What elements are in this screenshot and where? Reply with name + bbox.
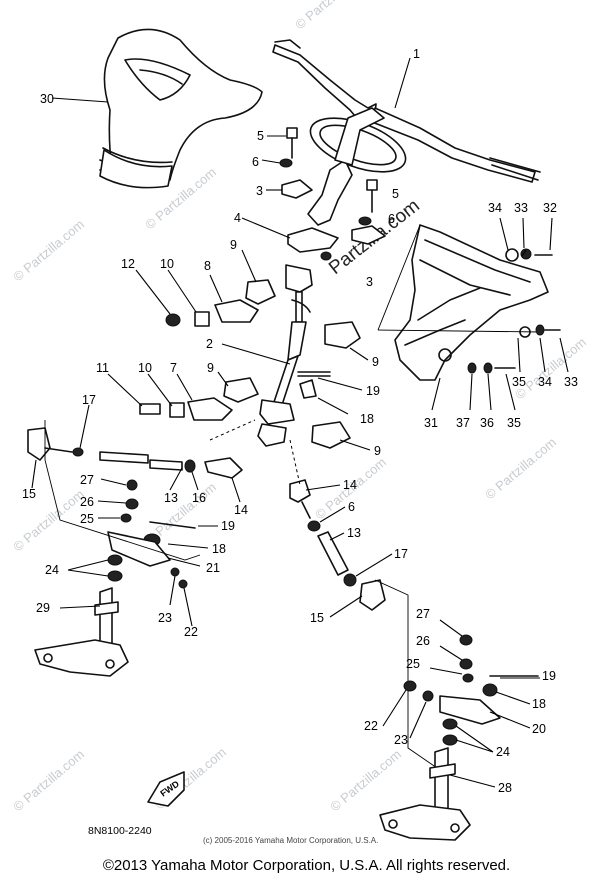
part-label: 25: [406, 657, 420, 671]
part-label: 14: [234, 503, 248, 517]
part-label: 21: [206, 561, 220, 575]
part-label: 30: [40, 92, 54, 106]
part-label: 22: [364, 719, 378, 733]
part-label: 20: [532, 722, 546, 736]
part-label: 33: [564, 375, 578, 389]
part-label: 6: [388, 212, 395, 226]
part-label: 5: [257, 129, 264, 143]
watermark: © Partzilla.com: [512, 334, 589, 402]
part-label: 19: [221, 519, 235, 533]
part-label: 18: [532, 697, 546, 711]
part-label: 26: [416, 634, 430, 648]
part-label: 9: [372, 355, 379, 369]
part-label: 22: [184, 625, 198, 639]
part-label: 13: [164, 491, 178, 505]
right-tie-rod-drawings: [289, 439, 441, 771]
part-label: 6: [252, 155, 259, 169]
part-label: 15: [310, 611, 324, 625]
left-spindle-drawing: [34, 587, 129, 677]
lower-clamp-drawings: [139, 279, 361, 449]
part-label: 26: [80, 495, 94, 509]
part-label: 27: [416, 607, 430, 621]
part-label: 10: [160, 257, 174, 271]
part-number-labels: 30 1 5 6 3 5 6 3 4 9 8 10 12 2 9 9 7 10 …: [22, 47, 578, 795]
part-label: 1: [413, 47, 420, 61]
part-label: 9: [230, 238, 237, 252]
bracket-drawing: [377, 224, 561, 381]
part-label: 8: [204, 259, 211, 273]
part-label: 9: [374, 444, 381, 458]
part-label: 5: [392, 187, 399, 201]
part-label: 27: [80, 473, 94, 487]
inner-copyright: (c) 2005-2016 Yamaha Motor Corporation, …: [203, 836, 378, 845]
watermark: © Partzilla.com: [482, 434, 559, 502]
part-label: 18: [360, 412, 374, 426]
part-label: 37: [456, 416, 470, 430]
diagram-code: 8N8100-2240: [88, 825, 152, 837]
part-label: 3: [256, 184, 263, 198]
part-label: 3: [366, 275, 373, 289]
right-spindle-drawing: [379, 747, 471, 841]
part-label: 25: [80, 512, 94, 526]
part-label: 13: [347, 526, 361, 540]
part-label: 36: [480, 416, 494, 430]
part-label: 19: [542, 669, 556, 683]
part-label: 34: [538, 375, 552, 389]
part-label: 34: [488, 201, 502, 215]
part-label: 15: [22, 487, 36, 501]
handlebar-cover-drawing: [99, 28, 263, 189]
part-label: 2: [206, 337, 213, 351]
watermark: © Partzilla.com: [327, 746, 404, 814]
part-label: 19: [366, 384, 380, 398]
part-label: 18: [212, 542, 226, 556]
part-label: 17: [394, 547, 408, 561]
part-label: 32: [543, 201, 557, 215]
part-label: 29: [36, 601, 50, 615]
upper-clamp-drawings: [279, 127, 386, 261]
right-lower-drawings: [403, 634, 539, 746]
steering-column-drawing: [257, 264, 313, 447]
part-label: 9: [207, 361, 214, 375]
part-label: 17: [82, 393, 96, 407]
part-label: 33: [514, 201, 528, 215]
watermark: © Partzilla.com: [292, 0, 369, 32]
part-label: 6: [348, 500, 355, 514]
leader-lines: [31, 57, 569, 788]
copyright-footer: ©2013 Yamaha Motor Corporation, U.S.A. A…: [102, 857, 511, 874]
watermark-layer: © Partzilla.com © Partzilla.com © Partzi…: [10, 0, 589, 814]
part-label: 35: [512, 375, 526, 389]
left-tie-rod-drawings: [27, 419, 256, 589]
part-label: 7: [170, 361, 177, 375]
watermark: © Partzilla.com: [10, 216, 87, 284]
part-label: 4: [234, 211, 241, 225]
part-label: 31: [424, 416, 438, 430]
part-label: 11: [96, 361, 109, 375]
part-label: 28: [498, 781, 512, 795]
fwd-arrow-icon: FWD: [147, 771, 185, 807]
part-label: 35: [507, 416, 521, 430]
handlebar-drawing: [272, 39, 541, 226]
part-label: 23: [394, 733, 408, 747]
part-label: 14: [343, 478, 357, 492]
part-label: 12: [121, 257, 135, 271]
part-label: 24: [496, 745, 510, 759]
watermark: © Partzilla.com: [10, 746, 87, 814]
part-label: 16: [192, 491, 206, 505]
part-label: 24: [45, 563, 59, 577]
part-label: 10: [138, 361, 152, 375]
part-label: 23: [158, 611, 172, 625]
